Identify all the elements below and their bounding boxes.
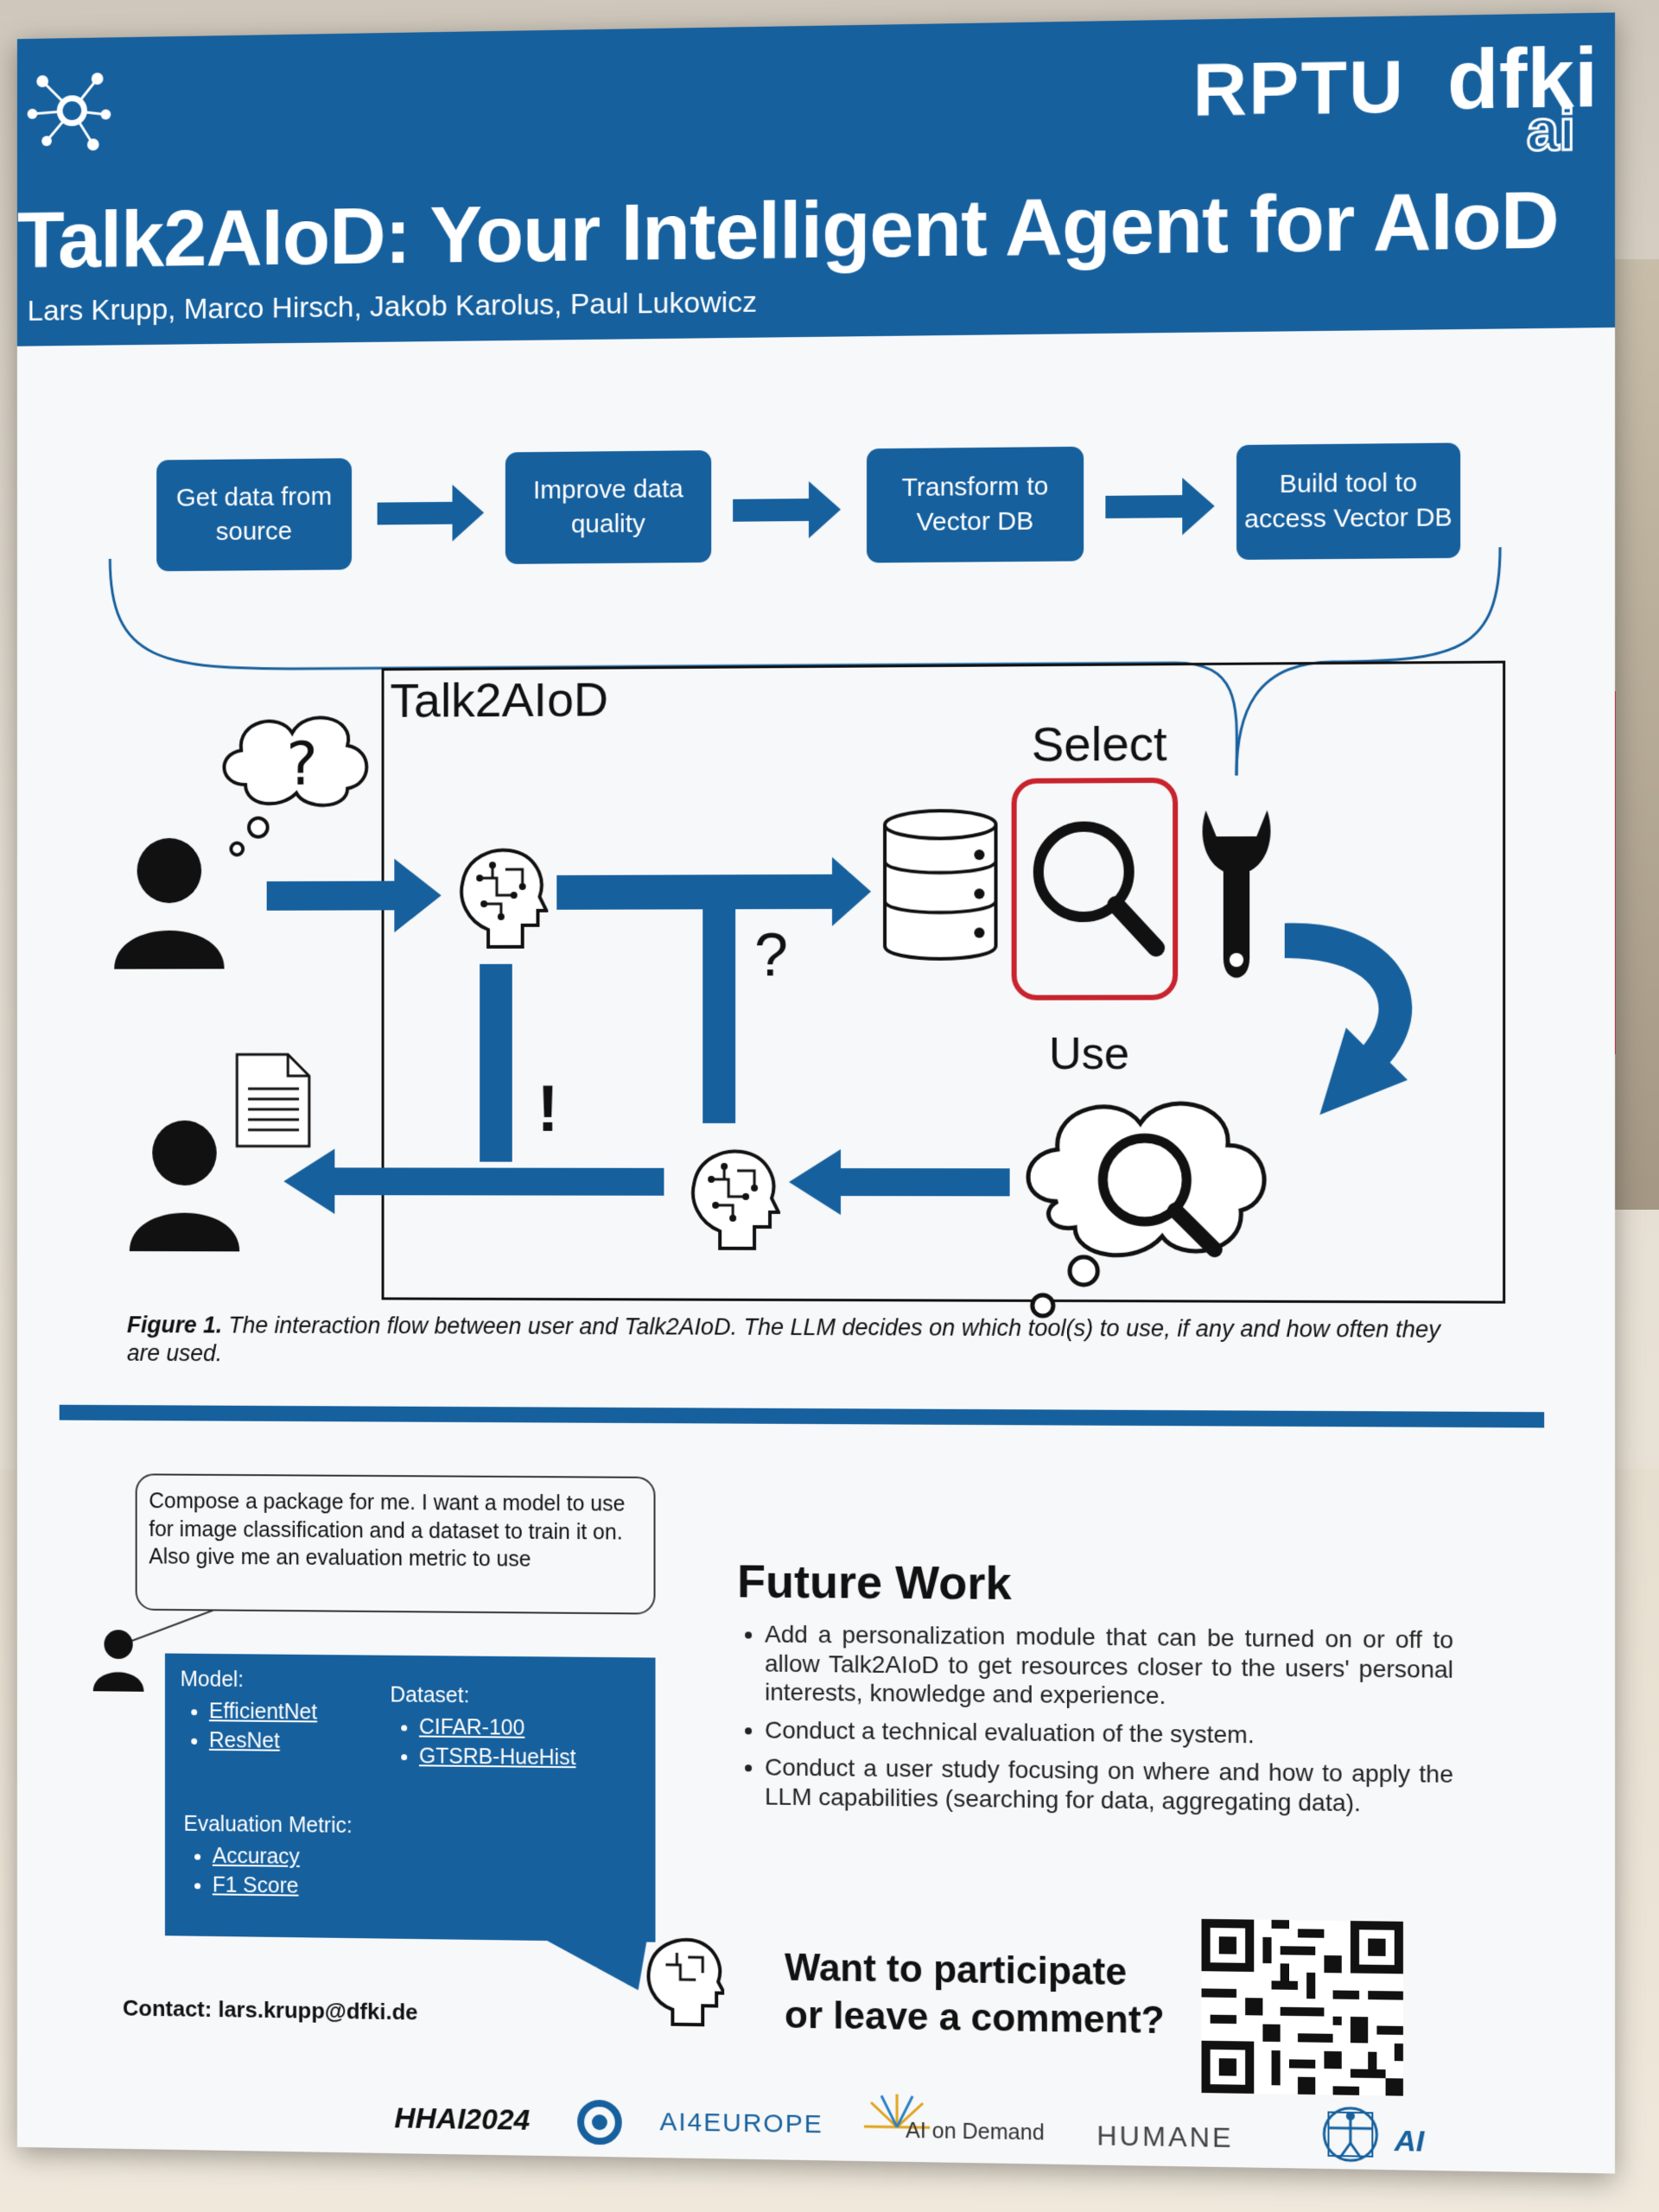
brain-head-icon — [643, 1934, 725, 2030]
flow-arrow-use-to-llm — [789, 1148, 1010, 1216]
flow-arrow-llm-to-db — [556, 856, 872, 927]
flow-arrow-user-to-llm — [266, 858, 442, 933]
model-link-resnet[interactable]: ResNet — [209, 1726, 317, 1757]
metric-link-f1[interactable]: F1 Score — [213, 1871, 353, 1901]
wrench-icon — [1202, 810, 1271, 978]
answer-tail — [543, 1938, 647, 1991]
user-prompt-bubble: Compose a package for me. I want a model… — [135, 1473, 656, 1615]
future-work-item: Conduct a technical evaluation of the sy… — [765, 1715, 1453, 1751]
svg-text:?: ? — [286, 729, 318, 799]
contact-email: Contact: lars.krupp@dfki.de — [122, 1994, 418, 2025]
model-section: Model: EfficientNet ResNet — [181, 1667, 318, 1756]
ai4europe-logo: AI4EUROPE — [659, 2107, 823, 2139]
dataset-link-cifar100[interactable]: CIFAR-100 — [419, 1713, 576, 1744]
curved-arrow-to-use — [1284, 922, 1413, 1116]
dfki-logo: dfki — [1446, 31, 1599, 127]
select-label: Select — [1031, 715, 1167, 772]
ai4europe-logo-icon — [574, 2096, 626, 2149]
participate-line-1: Want to participate — [785, 1946, 1128, 1994]
exclamation-mark: ! — [537, 1072, 559, 1146]
pipeline-arrow-1 — [377, 484, 485, 543]
future-work-item: Conduct a user study focusing on where a… — [765, 1753, 1453, 1819]
poster-title: Talk2AIoD: Your Intelligent Agent for AI… — [16, 175, 1559, 285]
hhai2024-logo: HHAI2024 — [394, 2101, 531, 2137]
model-link-efficientnet[interactable]: EfficientNet — [209, 1697, 317, 1727]
figure-caption-label: Figure 1. — [126, 1312, 223, 1338]
flow-arrow-to-user — [283, 1148, 664, 1215]
use-cloud-magnifier-icon — [1014, 1071, 1294, 1332]
ai-on-demand-logo: AI on Demand — [906, 2118, 1045, 2145]
participate-line-2: or leave a comment? — [785, 1993, 1165, 2043]
qr-code-icon[interactable] — [1201, 1918, 1403, 2096]
dfki-ai-logo: ai — [1525, 96, 1576, 164]
question-mark: ? — [754, 921, 788, 989]
database-icon — [880, 807, 1001, 963]
brain-head-icon — [454, 843, 548, 951]
pipeline-arrow-3 — [1105, 477, 1215, 537]
participate-callout: Want to participate or leave a comment? — [785, 1944, 1165, 2044]
metric-link-accuracy[interactable]: Accuracy — [213, 1842, 353, 1872]
metric-heading: Evaluation Metric: — [183, 1811, 353, 1838]
future-work-title: Future Work — [737, 1555, 1012, 1610]
select-magnifier-icon — [1010, 776, 1180, 1002]
thought-cloud-icon: ? — [212, 702, 382, 866]
pipeline-arrow-2 — [734, 480, 841, 538]
figure-caption: Figure 1. The interaction flow between u… — [127, 1311, 1456, 1373]
dataset-heading: Dataset: — [390, 1682, 470, 1708]
metric-section: Evaluation Metric: Accuracy F1 Score — [183, 1812, 352, 1902]
rptu-logo: RPTU — [1192, 44, 1406, 132]
future-work-item: Add a personalization module that can be… — [765, 1620, 1453, 1713]
poster-authors: Lars Krupp, Marco Hirsch, Jakob Karolus,… — [27, 285, 758, 327]
diagram-title: Talk2AIoD — [390, 671, 609, 728]
brain-head-icon — [685, 1145, 780, 1253]
vitruvian-man-icon — [1315, 2103, 1385, 2165]
poster: RPTU dfki ai Talk2AIoD: Your Intelligent… — [16, 12, 1616, 2174]
person-icon — [129, 1120, 240, 1252]
flow-bar-vertical-right — [702, 907, 736, 1123]
document-icon — [232, 1050, 317, 1153]
flow-bar-vertical-left — [480, 963, 512, 1162]
future-work-list: Add a personalization module that can be… — [737, 1619, 1453, 1827]
dataset-section: Dataset: CIFAR-100 GTSRB-HueHist — [390, 1683, 575, 1773]
network-globe-icon — [26, 73, 118, 151]
person-icon — [114, 837, 225, 969]
dataset-link-gtsrb[interactable]: GTSRB-HueHist — [419, 1742, 576, 1772]
person-icon — [92, 1630, 144, 1692]
section-divider — [59, 1404, 1545, 1428]
figure-caption-text: The interaction flow between user and Ta… — [126, 1312, 1441, 1367]
poster-header: RPTU dfki ai Talk2AIoD: Your Intelligent… — [16, 12, 1616, 346]
humane-logo: HUMANE — [1096, 2120, 1234, 2154]
humane-ai-logo: AI — [1394, 2124, 1425, 2158]
agent-answer-box: Model: EfficientNet ResNet Dataset: CIFA… — [164, 1653, 656, 1942]
model-heading: Model: — [180, 1667, 245, 1692]
